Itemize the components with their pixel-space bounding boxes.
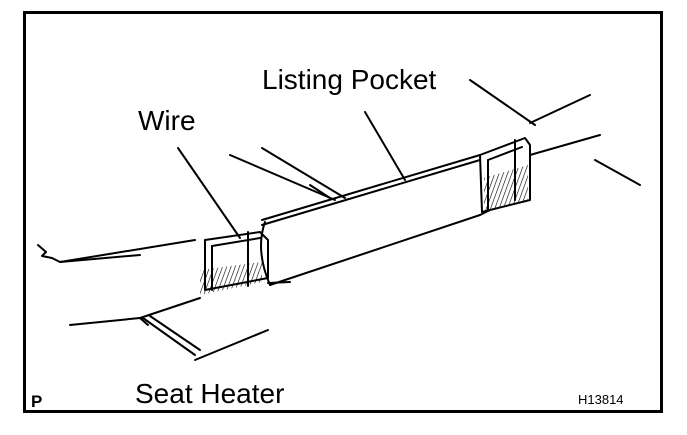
seat-heater-element xyxy=(69,281,291,356)
diagram-frame xyxy=(23,11,663,413)
figure-code: H13814 xyxy=(578,392,624,407)
leader-listing-pocket-b xyxy=(469,79,536,126)
corner-mark: P xyxy=(31,392,43,411)
leader-lines xyxy=(177,79,536,361)
label-listing-pocket: Listing Pocket xyxy=(262,64,437,95)
wire-strand-left xyxy=(37,239,196,263)
leader-seat-heater xyxy=(194,329,269,361)
leader-listing-pocket-a xyxy=(364,111,406,181)
label-seat-heater: Seat Heater xyxy=(135,378,285,409)
listing-pocket-right xyxy=(479,137,531,213)
listing-pocket-left xyxy=(200,231,269,295)
trim-cover-upper xyxy=(229,94,641,226)
label-wire: Wire xyxy=(138,105,196,136)
leader-wire xyxy=(177,147,241,239)
listing-tube xyxy=(260,209,491,286)
